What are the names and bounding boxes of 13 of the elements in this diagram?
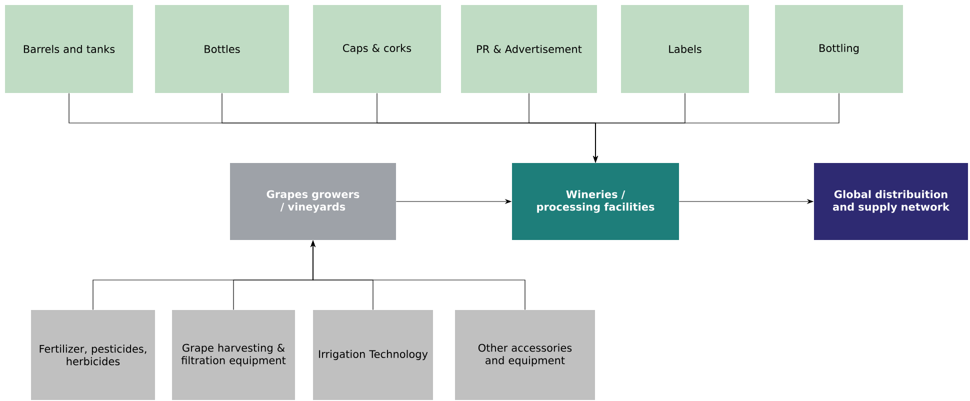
input-box: Grape harvesting & filtration equipment	[172, 310, 295, 400]
process-box: Wineries / processing facilities	[512, 163, 679, 240]
process-box: Global distribuition and supply network	[814, 163, 968, 240]
supplier-box: Bottling	[775, 5, 903, 93]
supplier-box: Barrels and tanks	[5, 5, 133, 93]
supplier-box: PR & Advertisement	[461, 5, 597, 93]
input-box: Fertilizer, pesticides, herbicides	[31, 310, 155, 400]
input-box: Irrigation Technology	[313, 310, 433, 400]
supplier-box: Labels	[621, 5, 749, 93]
supplier-box: Bottles	[155, 5, 289, 93]
supplier-box: Caps & corks	[313, 5, 441, 93]
process-box: Grapes growers / vineyards	[230, 163, 396, 240]
input-box: Other accessories and equipment	[455, 310, 595, 400]
